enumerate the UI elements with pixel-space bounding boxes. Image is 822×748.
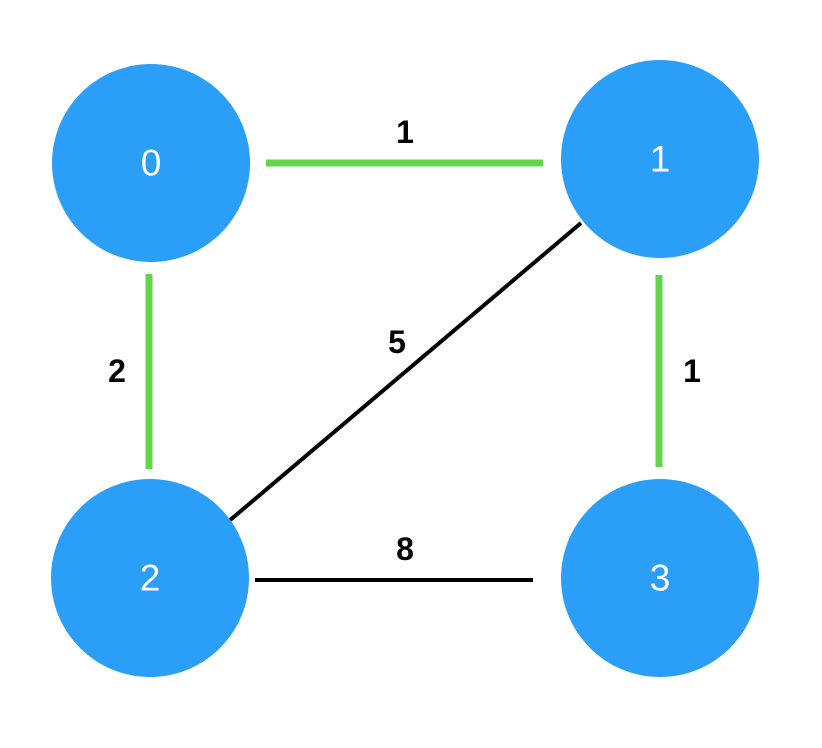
node-circle-2[interactable]	[51, 479, 249, 677]
graph-node-2[interactable]: 2	[51, 479, 249, 677]
edge-weight-label-0-2: 2	[108, 353, 126, 389]
node-circle-0[interactable]	[52, 64, 250, 262]
node-label-3: 3	[650, 558, 671, 599]
node-label-1: 1	[650, 139, 671, 180]
edge-weight-label-2-3: 8	[396, 531, 414, 567]
node-label-2: 2	[140, 558, 161, 599]
node-label-0: 0	[141, 143, 162, 184]
graph-node-3[interactable]: 3	[561, 479, 759, 677]
graph-node-0[interactable]: 0	[52, 64, 250, 262]
graph-edge-1-2[interactable]	[227, 221, 583, 523]
edge-weight-label-1-2: 5	[388, 324, 406, 360]
edge-weight-label-0-1: 1	[396, 114, 414, 150]
node-circle-1[interactable]	[561, 60, 759, 258]
edges-layer	[145, 159, 663, 582]
graph-node-1[interactable]: 1	[561, 60, 759, 258]
edge-weight-label-1-3: 1	[683, 353, 701, 389]
nodes-layer: 0 1 2 3	[51, 60, 759, 677]
edge-labels-layer: 1 2 1 5 8	[108, 114, 701, 567]
node-circle-3[interactable]	[561, 479, 759, 677]
